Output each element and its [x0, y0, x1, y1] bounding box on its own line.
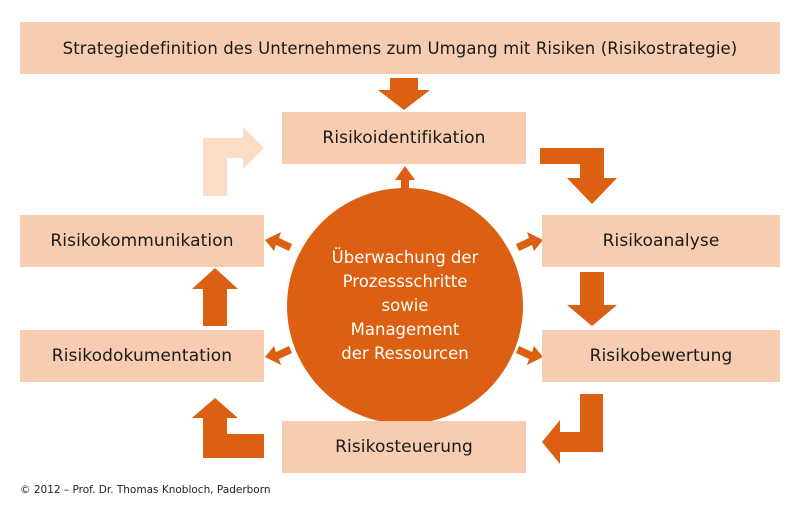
step-analyse-box: Risikoanalyse	[542, 215, 780, 267]
center-line-2: Prozessschritte	[342, 272, 468, 291]
arrow-strategy-to-identification	[378, 78, 430, 110]
step-bewertung-box: Risikobewertung	[542, 330, 780, 382]
center-line-1: Überwachung der	[331, 248, 479, 267]
copyright-notice: © 2012 – Prof. Dr. Thomas Knobloch, Pade…	[20, 484, 271, 496]
arrow-dokumentation-to-kommunikation	[192, 268, 238, 326]
step-identification-box: Risikoidentifikation	[282, 112, 526, 164]
center-arrow-upleft	[265, 232, 292, 251]
step-bewertung-label: Risikobewertung	[589, 346, 733, 366]
center-line-4: Management	[350, 320, 460, 339]
step-identification-label: Risikoidentifikation	[322, 128, 486, 148]
strategy-label: Strategiedefinition des Unternehmens zum…	[62, 38, 738, 58]
step-analyse-label: Risikoanalyse	[602, 231, 720, 251]
step-dokumentation-box: Risikodokumentation	[20, 330, 264, 382]
step-steuerung-box: Risikosteuerung	[282, 421, 526, 473]
arrow-identification-to-analyse	[540, 148, 617, 204]
center-line-3: sowie	[381, 296, 429, 315]
arrow-steuerung-to-dokumentation	[192, 398, 264, 458]
center-arrow-downleft	[265, 346, 292, 365]
arrow-analyse-to-bewertung	[567, 272, 617, 326]
center-arrow-downright	[516, 346, 543, 365]
center-arrow-up	[395, 166, 415, 189]
center-arrow-down	[395, 395, 415, 418]
center-line-5: der Ressourcen	[341, 344, 469, 363]
center-arrow-upright	[516, 232, 543, 251]
step-kommunikation-label: Risikokommunikation	[50, 231, 234, 251]
arrow-kommunikation-to-identification	[203, 127, 264, 196]
strategy-box: Strategiedefinition des Unternehmens zum…	[20, 22, 780, 74]
step-kommunikation-box: Risikokommunikation	[20, 215, 264, 267]
arrow-bewertung-to-steuerung	[542, 394, 603, 464]
step-steuerung-label: Risikosteuerung	[335, 437, 473, 457]
center-circle	[287, 188, 523, 424]
step-dokumentation-label: Risikodokumentation	[51, 346, 233, 366]
center-text: Überwachung der Prozessschritte sowie Ma…	[290, 226, 520, 386]
